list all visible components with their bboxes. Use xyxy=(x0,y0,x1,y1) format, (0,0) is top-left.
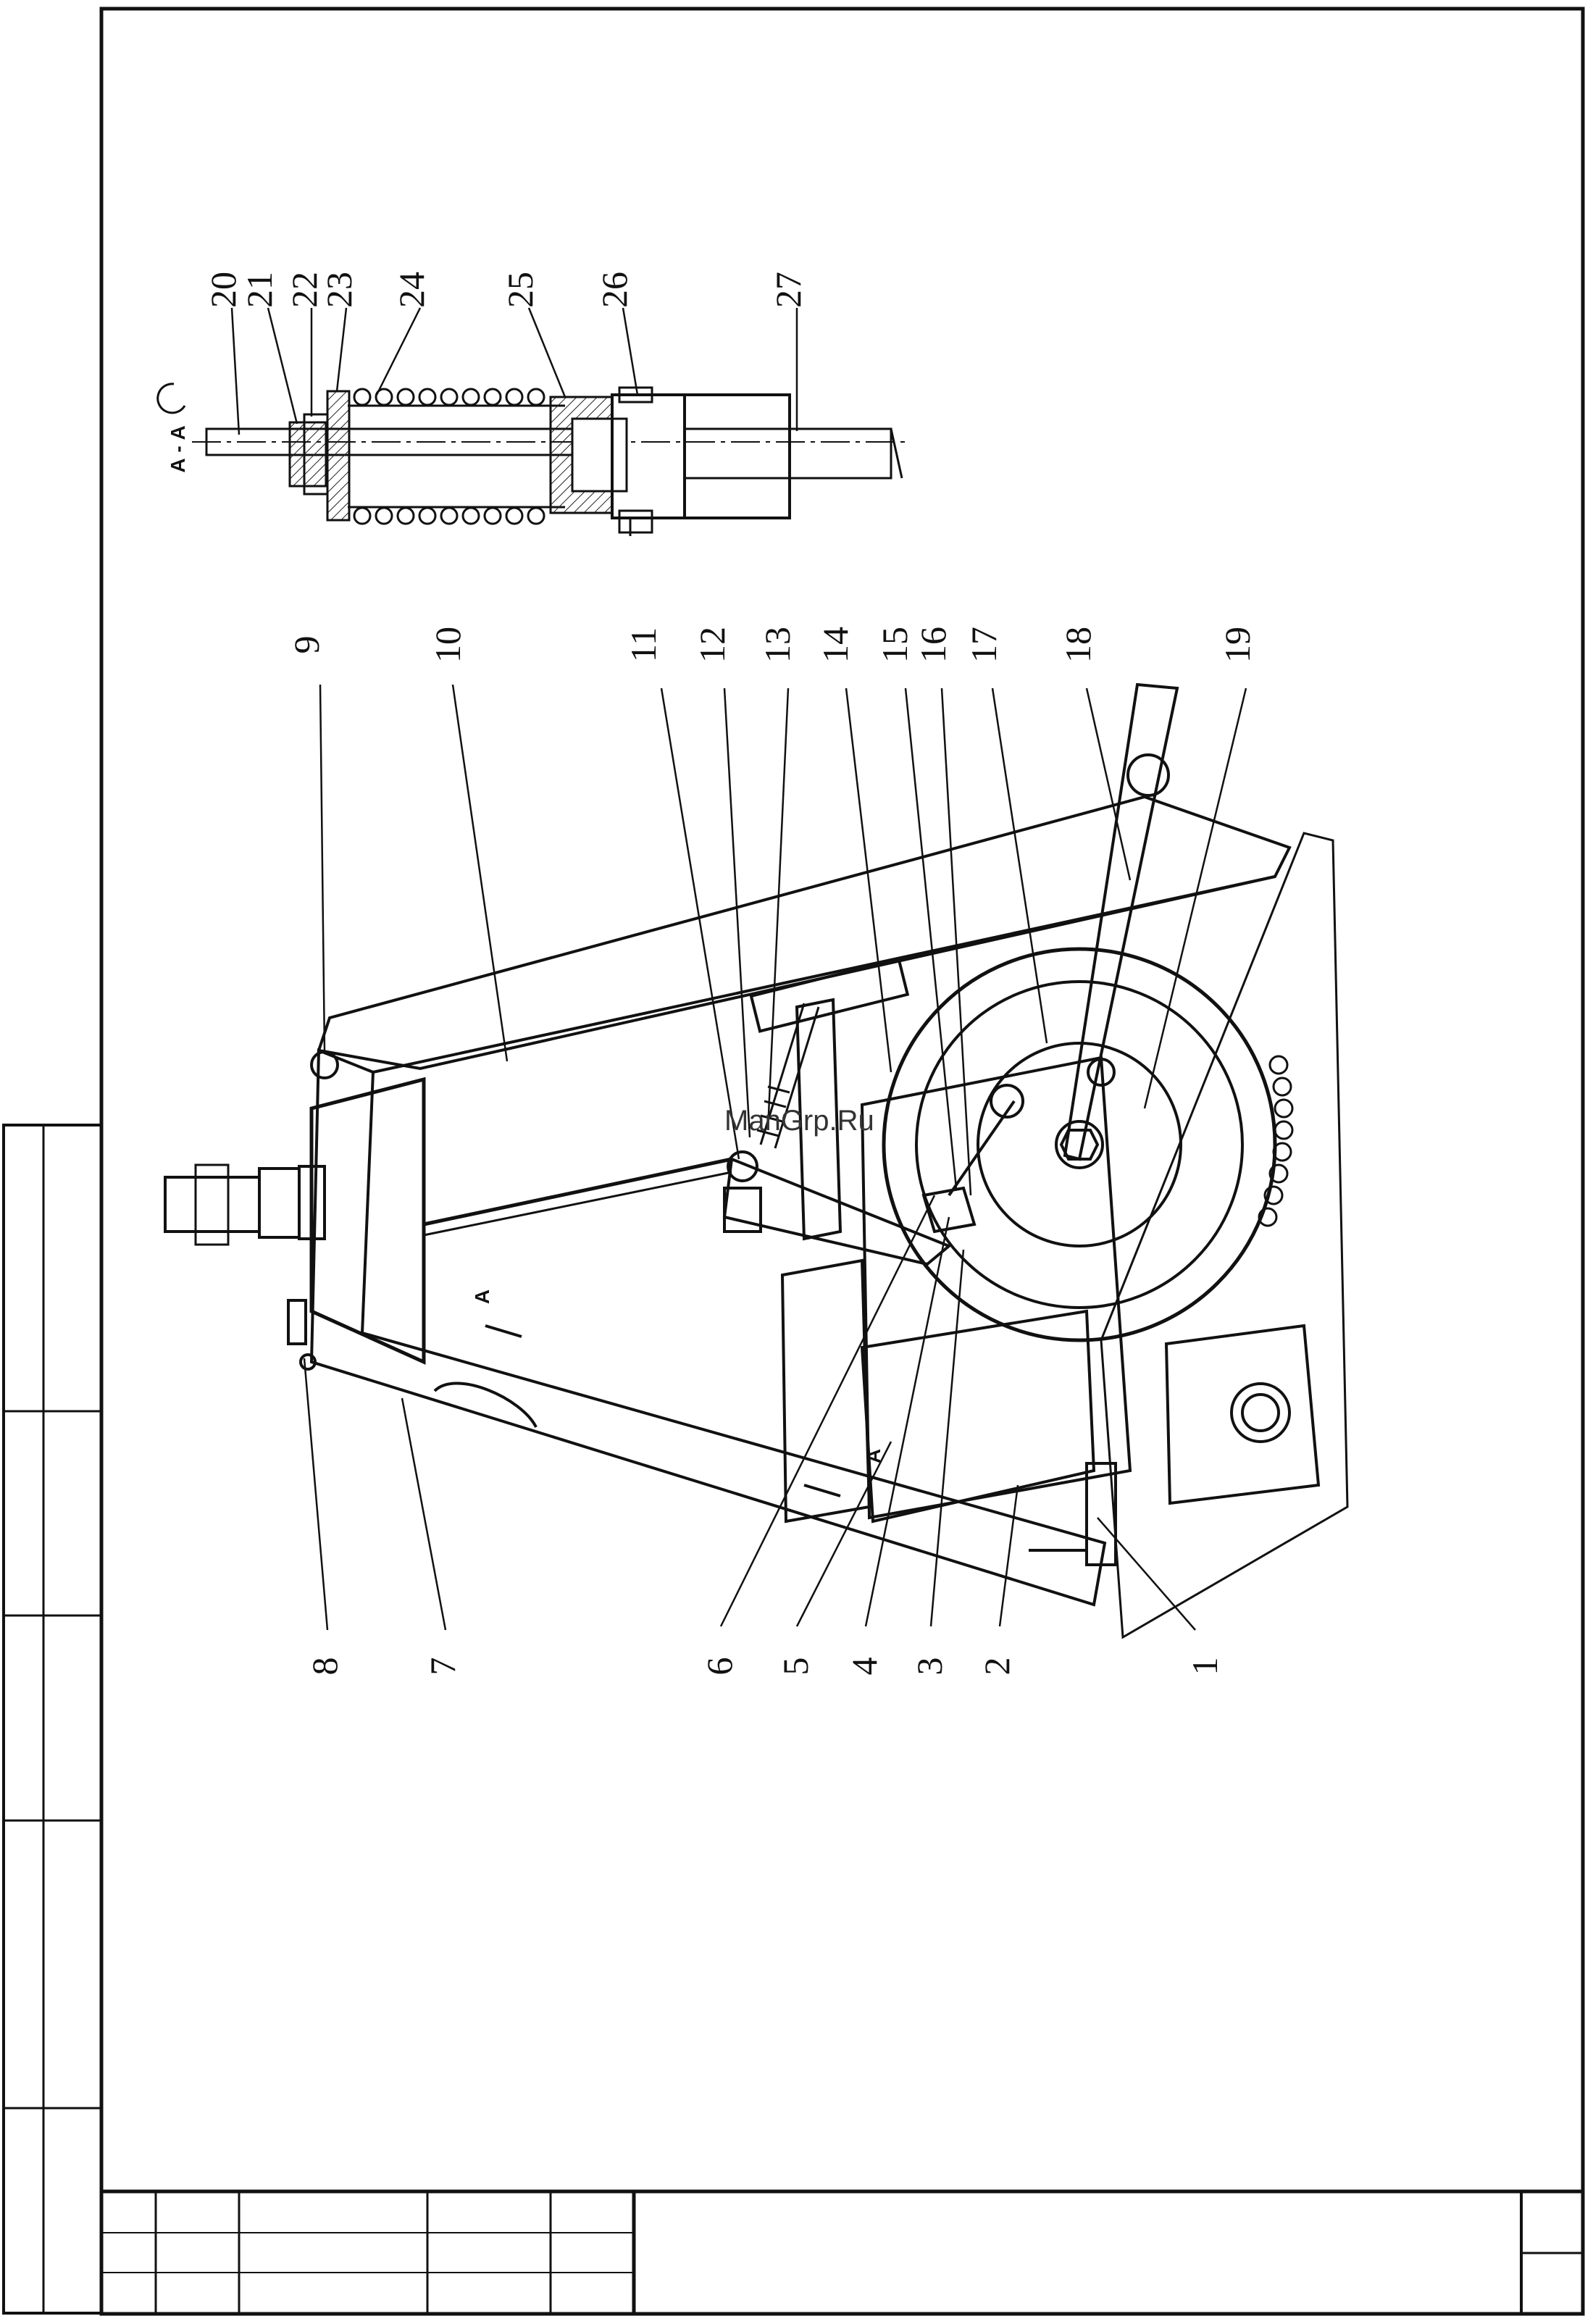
section-title: А - А xyxy=(167,425,189,472)
label-6: 6 xyxy=(699,1658,740,1676)
label-2: 2 xyxy=(977,1658,1017,1676)
watermark: ManGrp.Ru xyxy=(724,1105,874,1137)
chain-cover xyxy=(1101,833,1347,1637)
nut xyxy=(290,422,326,486)
shaft xyxy=(685,429,891,478)
tension-rod xyxy=(424,1159,732,1224)
bracket xyxy=(862,1311,1094,1521)
output-flange xyxy=(1166,1326,1318,1503)
label-9: 9 xyxy=(286,636,327,654)
lower-block xyxy=(782,1261,869,1521)
label-24: 24 xyxy=(391,272,432,308)
label-23: 23 xyxy=(319,272,359,308)
label-16: 16 xyxy=(913,627,953,663)
main-mechanism xyxy=(165,685,1347,1637)
section-marker-lower: А xyxy=(862,1449,885,1463)
pivot-9 xyxy=(312,1052,338,1078)
label-5: 5 xyxy=(775,1658,816,1676)
label-13: 13 xyxy=(757,627,798,663)
drawing-frame xyxy=(4,9,1583,2314)
label-25: 25 xyxy=(500,272,540,308)
label-7: 7 xyxy=(422,1658,463,1676)
spring-seat xyxy=(327,391,349,520)
hitch xyxy=(165,1165,325,1245)
label-20: 20 xyxy=(203,272,243,308)
label-11: 11 xyxy=(623,627,664,662)
label-12: 12 xyxy=(692,627,732,663)
lever-18 xyxy=(1065,685,1177,1159)
label-27: 27 xyxy=(768,272,808,308)
label-26: 26 xyxy=(594,272,635,308)
label-18: 18 xyxy=(1058,627,1098,663)
main-frame xyxy=(312,797,1289,1605)
label-3: 3 xyxy=(909,1658,950,1676)
label-4: 4 xyxy=(844,1658,885,1676)
tube xyxy=(685,395,790,518)
spring xyxy=(348,389,565,524)
label-17: 17 xyxy=(963,627,1004,663)
label-8: 8 xyxy=(304,1658,345,1676)
label-1: 1 xyxy=(1184,1658,1225,1676)
link xyxy=(924,1085,1023,1232)
gear xyxy=(884,949,1275,1340)
rotation-arrow-icon xyxy=(158,384,185,413)
label-10: 10 xyxy=(427,627,468,663)
label-19: 19 xyxy=(1217,627,1258,663)
section-marker-upper: А xyxy=(471,1290,493,1304)
label-14: 14 xyxy=(815,627,856,663)
label-21: 21 xyxy=(239,272,280,308)
label-15: 15 xyxy=(874,627,915,663)
